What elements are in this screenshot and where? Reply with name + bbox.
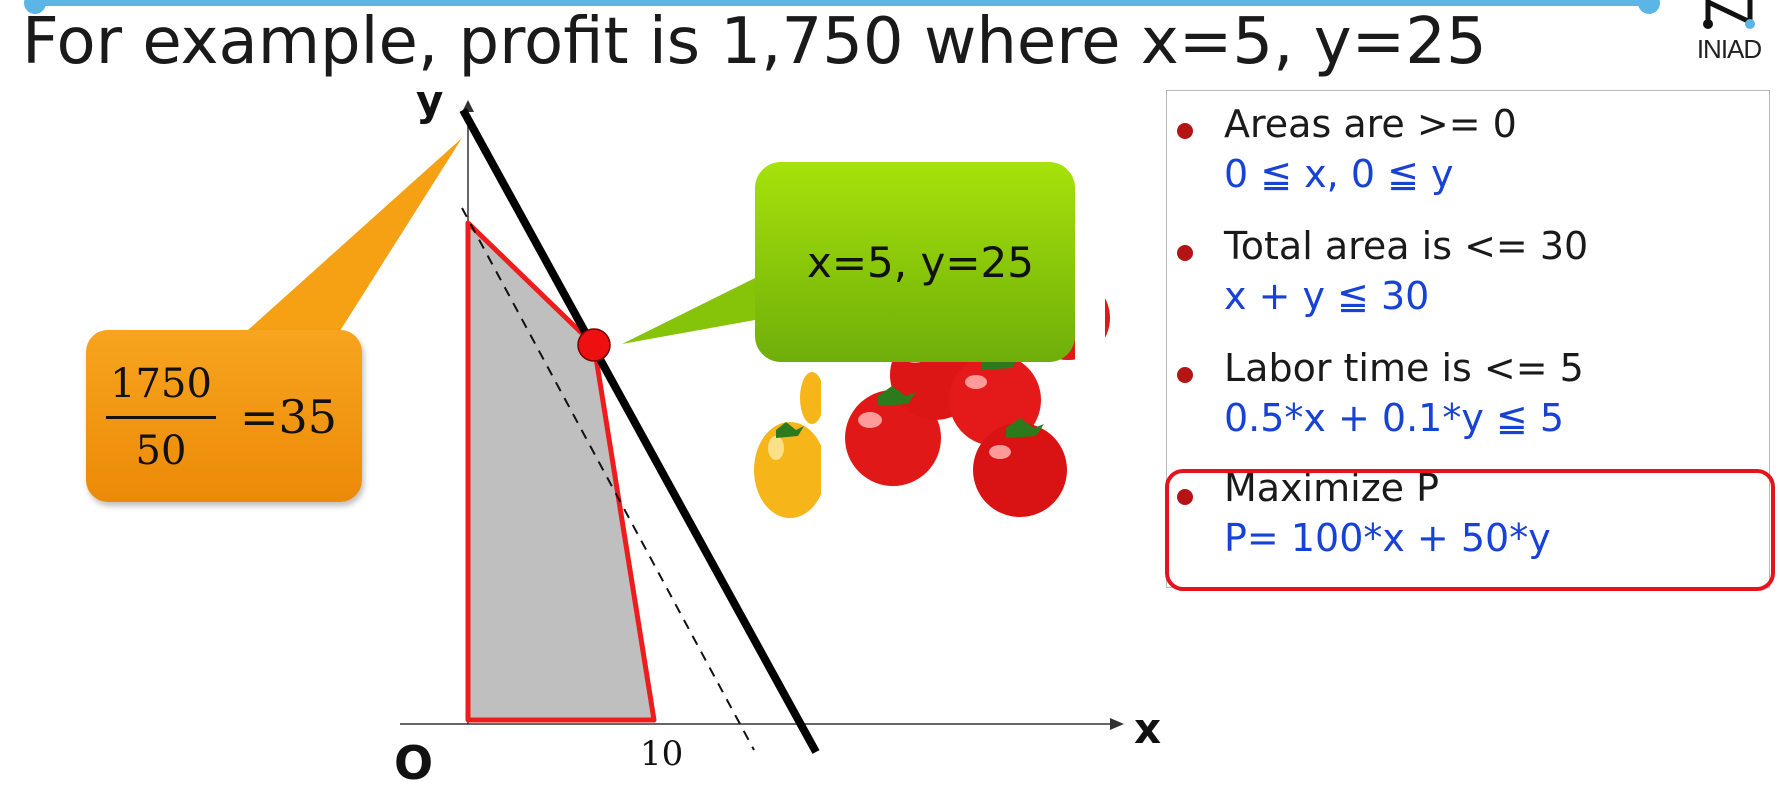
- profit-callout: 1750 50 =35: [86, 330, 362, 502]
- point-callout-tail: [622, 278, 755, 344]
- bullet-icon: [1177, 123, 1193, 139]
- slide-title: For example, profit is 1,750 where x=5, …: [22, 5, 1487, 79]
- objective-formula: P= 100*x + 50*y: [1224, 516, 1551, 560]
- y-axis-label: y: [416, 76, 444, 125]
- constraint-formula: 0 ≦ x, 0 ≦ y: [1224, 152, 1454, 196]
- bullet-icon: [1177, 245, 1193, 261]
- constraint-heading: Total area is <= 30: [1224, 224, 1589, 268]
- logo-text: INIAD: [1696, 34, 1762, 64]
- constraint-formula: x + y ≦ 30: [1224, 274, 1430, 318]
- constraint-heading: Areas are >= 0: [1224, 102, 1517, 146]
- point-callout-label: x=5, y=25: [807, 238, 1034, 287]
- objective-highlight-box: [1165, 469, 1775, 591]
- optimal-point: [577, 328, 611, 362]
- fraction-denominator: 50: [135, 428, 187, 474]
- origin-label: O: [394, 736, 434, 790]
- accent-dot-left: [24, 0, 46, 14]
- fraction-bar: [106, 416, 216, 419]
- accent-dot-right: [1638, 0, 1660, 14]
- x-axis-arrow-icon: [1110, 718, 1124, 730]
- feasible-region: [465, 220, 657, 723]
- constraints-panel: Areas are >= 0 0 ≦ x, 0 ≦ y Total area i…: [1166, 90, 1770, 588]
- max-profit-line: [459, 108, 820, 754]
- iniad-logo: INIAD: [1684, 0, 1774, 70]
- objective-heading: Maximize P: [1224, 466, 1440, 510]
- point-callout: x=5, y=25: [755, 162, 1075, 362]
- x-tick-label: 10: [640, 734, 684, 774]
- top-accent-bar: [30, 0, 1650, 6]
- constraint-formula: 0.5*x + 0.1*y ≦ 5: [1224, 396, 1565, 440]
- fraction-numerator: 1750: [110, 361, 212, 407]
- x-axis-label: x: [1134, 704, 1162, 753]
- profit-callout-tail: [248, 138, 462, 334]
- bullet-icon: [1177, 367, 1193, 383]
- profit-fraction: 1750 50: [106, 360, 216, 475]
- bullet-icon: [1177, 489, 1193, 505]
- constraint-heading: Labor time is <= 5: [1224, 346, 1584, 390]
- fraction-result: =35: [240, 390, 338, 444]
- logo-mark-icon: [1703, 0, 1755, 29]
- dashed-profit-line: [461, 207, 755, 751]
